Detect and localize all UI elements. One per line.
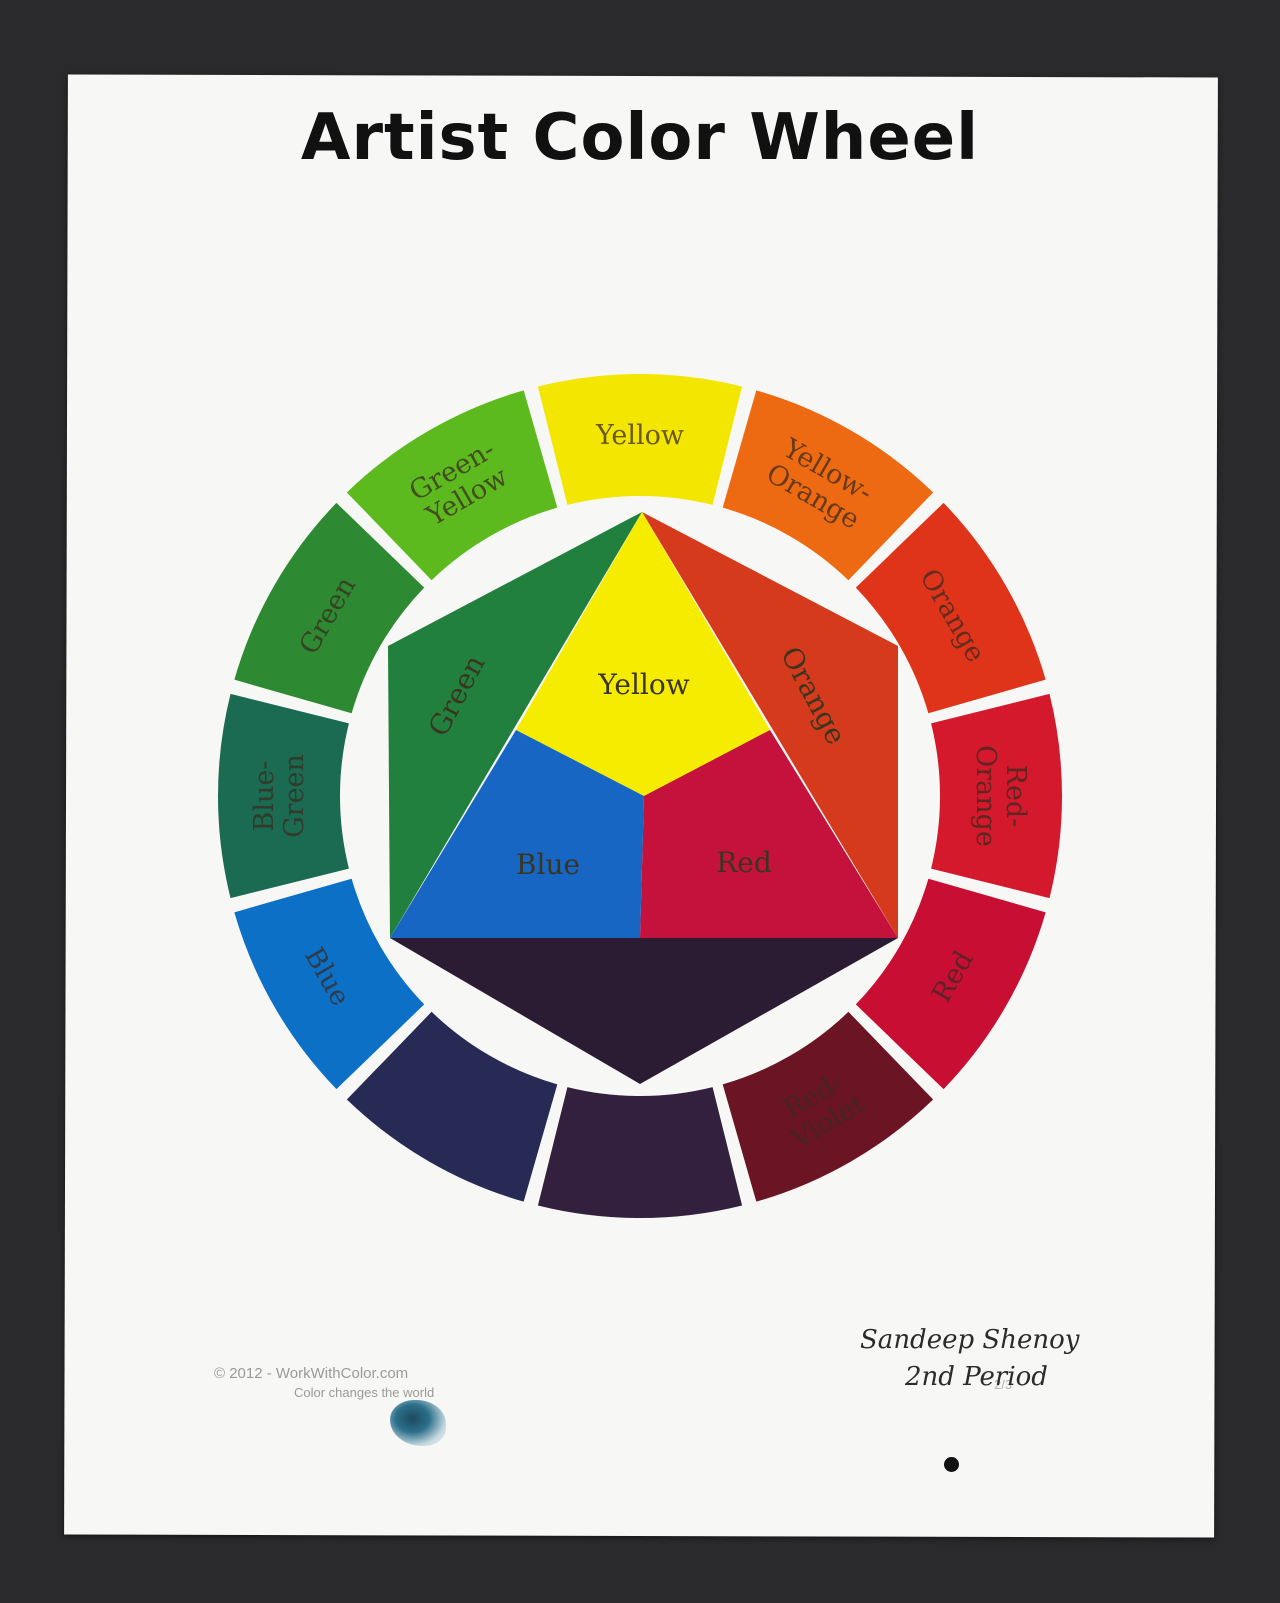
credit-tagline: Color changes the world (294, 1385, 435, 1400)
ring-label: Yellow (595, 420, 684, 451)
ring-label: Red- (1000, 765, 1031, 828)
page-number: 2/3 (994, 1377, 1013, 1392)
ring-segment (346, 1011, 558, 1202)
blue-region (390, 730, 644, 938)
ring-segment (722, 1011, 934, 1202)
ring-segment (722, 390, 934, 581)
ring-segment (931, 693, 1062, 899)
yellow-region (516, 512, 770, 796)
ring-segment (537, 1087, 743, 1219)
credit-line: © 2012 - WorkWithColor.com (214, 1365, 409, 1382)
orange-wedge (642, 512, 898, 938)
signature-period: 2nd Period (905, 1362, 1048, 1392)
violet-wedge (390, 938, 898, 1084)
triangle-label-yellow: Yellow (597, 668, 689, 701)
ring-segment (855, 878, 1046, 1090)
ring-label: Green (279, 754, 310, 838)
triangle-label-blue: Blue (516, 848, 580, 881)
triangle-label-red: Red (716, 846, 772, 879)
red-region (640, 730, 898, 938)
ring-label: Orange (970, 745, 1001, 847)
ring-segment (234, 878, 425, 1090)
paint-smudge (390, 1400, 446, 1446)
ring-label: Blue- (249, 761, 280, 832)
ring-segment (537, 374, 743, 505)
ring-segment (218, 693, 349, 899)
green-wedge (388, 512, 642, 938)
ring-segment (234, 502, 425, 714)
ring-segment (855, 502, 1046, 714)
signature-name: Sandeep Shenoy (860, 1325, 1080, 1355)
ring-segment (346, 390, 558, 581)
page-title: Artist Color Wheel (300, 101, 980, 175)
copyright-credit: © 2012 - WorkWithColor.com Color changes… (214, 1364, 434, 1402)
ink-dot (944, 1457, 959, 1472)
